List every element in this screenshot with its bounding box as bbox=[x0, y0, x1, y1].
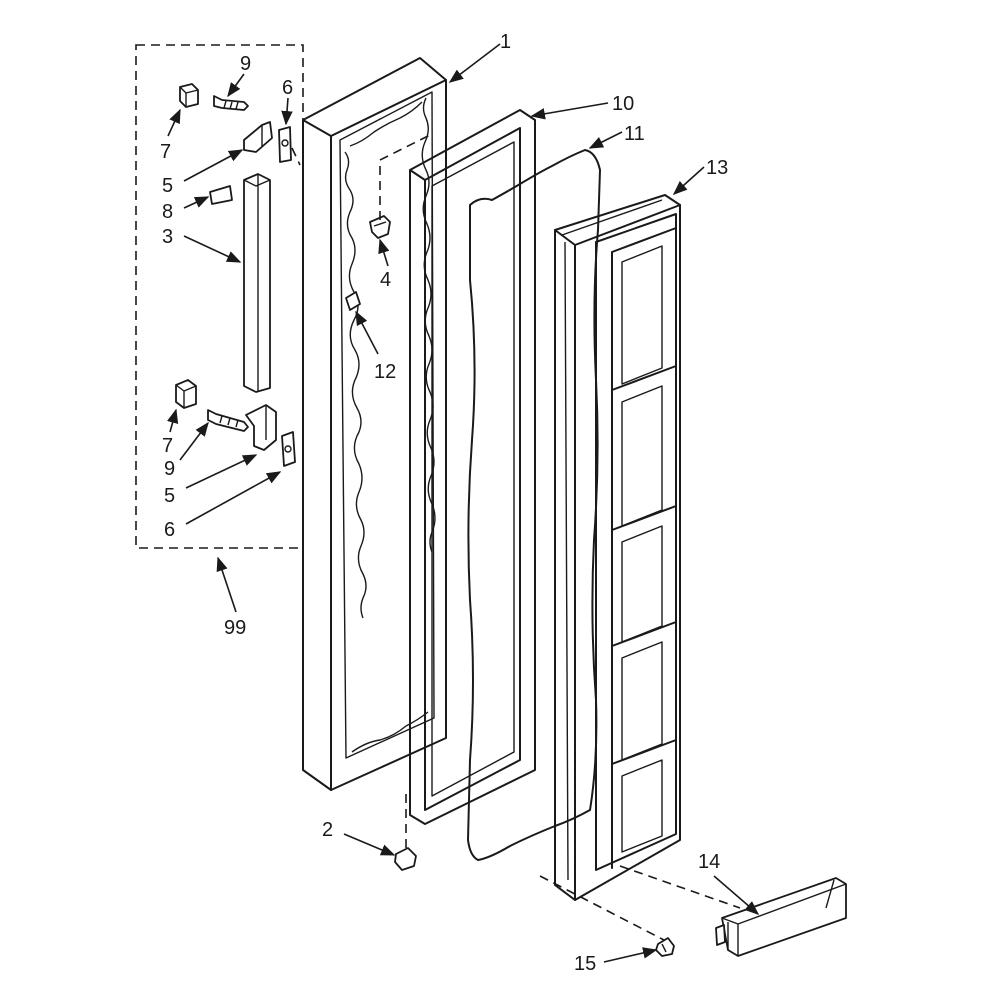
door-outer-panel bbox=[302, 57, 447, 791]
leader-99 bbox=[216, 556, 237, 613]
callout-5-bottom: 5 bbox=[164, 485, 175, 507]
callout-8: 8 bbox=[162, 201, 173, 223]
leader-14 bbox=[713, 875, 760, 915]
callout-9-bottom: 9 bbox=[164, 458, 175, 480]
callout-14: 14 bbox=[698, 851, 720, 873]
door-gasket bbox=[409, 109, 536, 825]
hardware-kit-outline bbox=[135, 44, 304, 549]
callout-5-top: 5 bbox=[162, 175, 173, 197]
leader-12 bbox=[355, 310, 379, 355]
clip-part bbox=[345, 291, 361, 311]
inner-door-liner bbox=[554, 194, 681, 901]
handle-part bbox=[243, 173, 271, 393]
bracket-top-part bbox=[243, 121, 273, 153]
callout-7-top: 7 bbox=[160, 141, 171, 163]
leader-13 bbox=[672, 166, 705, 195]
leader-11 bbox=[588, 131, 623, 149]
leader-9b bbox=[179, 421, 209, 461]
callout-11: 11 bbox=[624, 123, 645, 145]
leader-4 bbox=[378, 238, 390, 267]
leader-15 bbox=[603, 947, 658, 963]
assembly-path-plug bbox=[379, 134, 431, 220]
assembly-path-screw bbox=[539, 875, 665, 941]
leader-9a bbox=[227, 73, 245, 98]
leader-3 bbox=[183, 235, 242, 263]
callout-13: 13 bbox=[706, 157, 728, 179]
leader-5b bbox=[185, 454, 258, 489]
screw-top-part bbox=[213, 95, 249, 111]
callout-7-bottom: 7 bbox=[162, 435, 173, 457]
callout-3: 3 bbox=[162, 226, 173, 248]
callout-9-top: 9 bbox=[240, 53, 251, 75]
callout-6-bottom: 6 bbox=[164, 519, 175, 541]
shim-bottom-part bbox=[281, 431, 296, 467]
callout-1: 1 bbox=[500, 31, 511, 53]
shelf-bin-part bbox=[715, 877, 847, 957]
assembly-path-bin bbox=[619, 865, 741, 909]
leader-6b bbox=[185, 471, 282, 525]
shim-top-part bbox=[278, 126, 292, 163]
callout-2: 2 bbox=[322, 819, 333, 841]
leader-7a bbox=[167, 108, 181, 137]
callout-15: 15 bbox=[574, 953, 596, 975]
leader-7b bbox=[167, 408, 179, 433]
leader-10 bbox=[530, 102, 609, 120]
callout-10: 10 bbox=[612, 93, 634, 115]
leader-2 bbox=[343, 833, 396, 856]
leader-5a bbox=[183, 149, 244, 182]
end-cap-top-part bbox=[179, 83, 199, 108]
end-cap-bottom-part bbox=[175, 379, 197, 409]
screw-bottom-part bbox=[207, 409, 249, 432]
leader-1 bbox=[448, 43, 501, 83]
assembly-path-hinge bbox=[291, 147, 301, 166]
label-clip-part bbox=[209, 185, 233, 205]
leader-6a bbox=[281, 97, 293, 126]
callout-99: 99 bbox=[224, 617, 246, 639]
callout-6-top: 6 bbox=[282, 77, 293, 99]
callout-12: 12 bbox=[374, 361, 396, 383]
leader-8 bbox=[183, 196, 210, 209]
bracket-bottom-part bbox=[245, 404, 277, 451]
door-stop-part bbox=[394, 847, 417, 871]
callout-4: 4 bbox=[380, 269, 391, 291]
shelf-screw-part bbox=[655, 937, 675, 957]
plug-button-part bbox=[369, 215, 391, 239]
